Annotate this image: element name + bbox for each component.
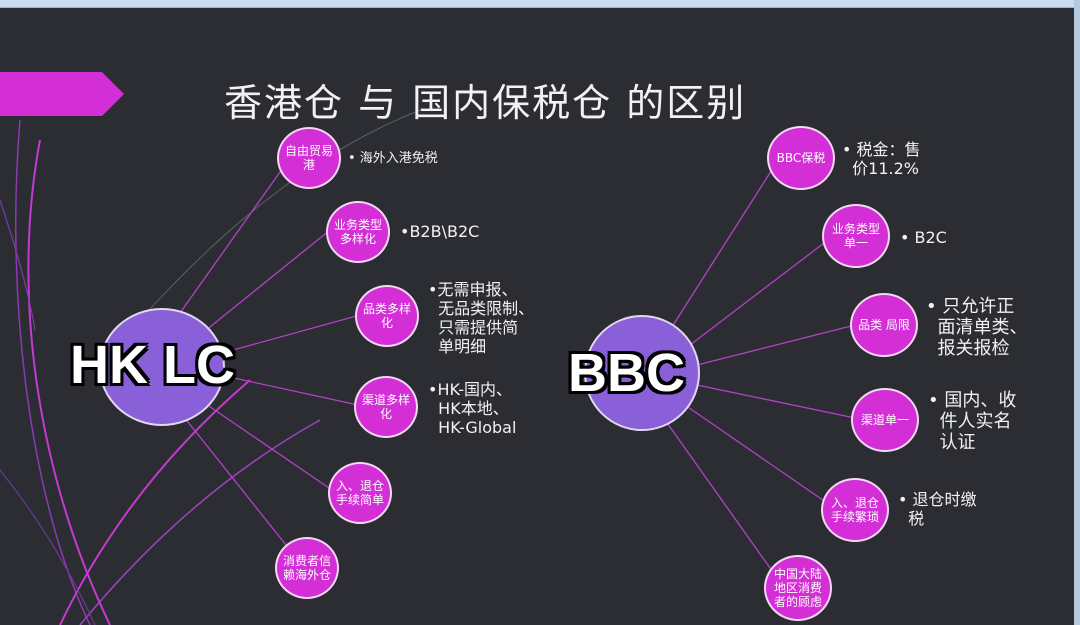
node-right-3-label: 品类 局限 bbox=[858, 318, 910, 332]
node-left-5-label: 入、退仓手续简单 bbox=[336, 479, 385, 507]
node-left-6: 消费者信赖海外仓 bbox=[275, 537, 339, 599]
node-right-4: 渠道单一 bbox=[851, 388, 919, 452]
hub-label-bbc: BBC bbox=[568, 343, 685, 403]
hub-label-hklc: HK LC bbox=[70, 335, 235, 395]
connector-left-2 bbox=[199, 229, 331, 336]
desc-right-1: • 税金：售 价11.2% bbox=[842, 140, 921, 178]
deco-curve-4 bbox=[79, 419, 321, 625]
node-left-5: 入、退仓手续简单 bbox=[328, 462, 392, 524]
node-right-1: BBC保税 bbox=[767, 126, 835, 190]
node-left-1: 自由贸易港 bbox=[277, 127, 341, 189]
connector-right-2 bbox=[689, 239, 829, 346]
node-left-4: 渠道多样化 bbox=[354, 376, 418, 438]
arrow-tab-shape bbox=[0, 72, 124, 116]
desc-right-2: • B2C bbox=[900, 228, 947, 247]
node-right-5: 入、退仓手续繁琐 bbox=[821, 478, 889, 542]
node-left-1-label: 自由贸易港 bbox=[285, 144, 334, 172]
connector-left-1 bbox=[174, 164, 286, 321]
connector-right-4 bbox=[696, 384, 856, 419]
hub-circle-bbc bbox=[584, 315, 700, 431]
node-right-4-label: 渠道单一 bbox=[860, 413, 909, 427]
desc-left-1: • 海外入港免税 bbox=[348, 151, 438, 166]
connector-left-4 bbox=[219, 374, 359, 406]
desc-right-4: • 国内、收 件人实名 认证 bbox=[928, 390, 1017, 453]
desc-left-3: •无需申报、 无品类限制、 只需提供简 单明细 bbox=[428, 280, 535, 356]
hub-circle-hklc bbox=[99, 308, 225, 426]
node-left-2: 业务类型多样化 bbox=[326, 201, 390, 263]
node-right-5-label: 入、退仓手续繁琐 bbox=[830, 496, 879, 524]
connector-left-3 bbox=[214, 314, 361, 356]
node-left-4-label: 渠道多样化 bbox=[362, 393, 411, 421]
node-left-3-label: 品类多样化 bbox=[363, 302, 412, 330]
deco-curve-1 bbox=[27, 139, 111, 625]
desc-right-3: • 只允许正 面清单类、 报关报检 bbox=[926, 296, 1028, 359]
desc-right-5: • 退仓时缴 税 bbox=[898, 490, 977, 528]
deco-curve-6 bbox=[139, 109, 421, 321]
node-right-1-label: BBC保税 bbox=[776, 151, 826, 165]
node-right-2-label: 业务类型单一 bbox=[831, 222, 880, 250]
desc-left-4: •HK-国内、 HK本地、 HK-Global bbox=[428, 380, 517, 437]
deco-curve-7 bbox=[0, 199, 36, 331]
desc-left-2: •B2B\B2C bbox=[400, 222, 480, 241]
node-left-6-label: 消费者信赖海外仓 bbox=[283, 554, 332, 582]
window-top-bar bbox=[0, 0, 1080, 8]
window-right-edge bbox=[1074, 0, 1080, 625]
deco-curve-5 bbox=[0, 469, 96, 625]
connector-right-1 bbox=[669, 164, 776, 331]
deco-curve-3 bbox=[59, 379, 251, 625]
node-right-6-label: 中国大陆地区消费者的顾虑 bbox=[773, 567, 822, 609]
node-left-3: 品类多样化 bbox=[355, 285, 419, 347]
connector-left-5 bbox=[199, 399, 333, 491]
node-right-2: 业务类型单一 bbox=[822, 204, 890, 268]
connector-right-5 bbox=[684, 404, 831, 506]
connector-right-6 bbox=[664, 419, 776, 576]
connector-left-6 bbox=[179, 411, 291, 551]
node-right-3: 品类 局限 bbox=[850, 293, 918, 357]
node-left-2-label: 业务类型多样化 bbox=[334, 218, 383, 246]
slide-title: 香港仓 与 国内保税仓 的区别 bbox=[224, 81, 747, 125]
node-right-6: 中国大陆地区消费者的顾虑 bbox=[764, 555, 832, 621]
connector-right-3 bbox=[696, 324, 856, 366]
